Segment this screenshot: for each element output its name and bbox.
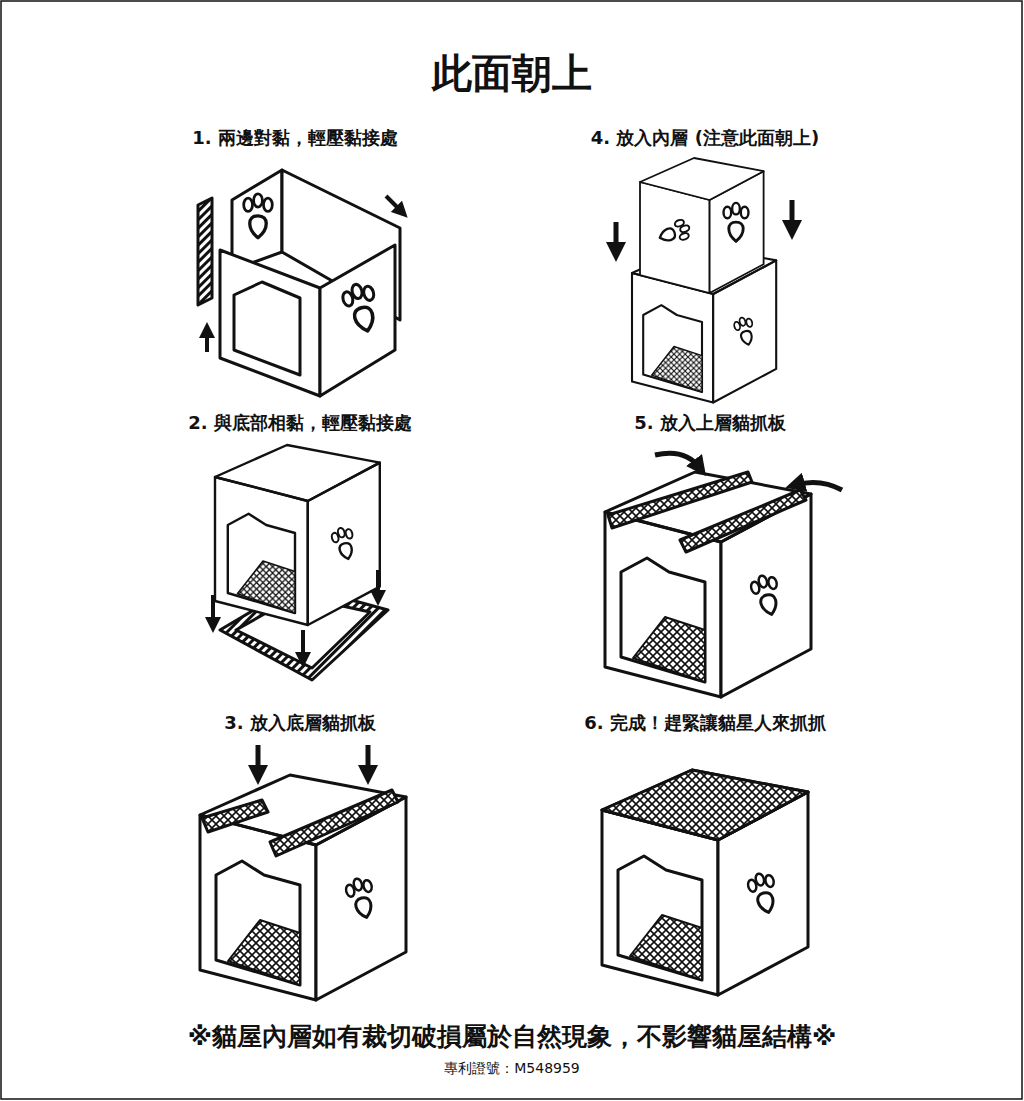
step-label: 6. 完成！趕緊讓貓星人來抓抓 (584, 711, 826, 735)
step-label: 1. 兩邊對黏，輕壓黏接處 (192, 126, 398, 150)
patent-number: 專利證號：M548959 (444, 1060, 580, 1078)
step-label: 4. 放入內層 (注意此面朝上) (591, 126, 819, 150)
footer-note: ※貓屋內層如有裁切破損屬於自然現象，不影響貓屋結構※ (188, 1020, 837, 1053)
step-label: 2. 與底部相黏，輕壓黏接處 (188, 411, 412, 435)
step-label: 5. 放入上層貓抓板 (634, 411, 786, 435)
step-label: 3. 放入底層貓抓板 (224, 711, 376, 735)
page-title: 此面朝上 (432, 46, 592, 101)
